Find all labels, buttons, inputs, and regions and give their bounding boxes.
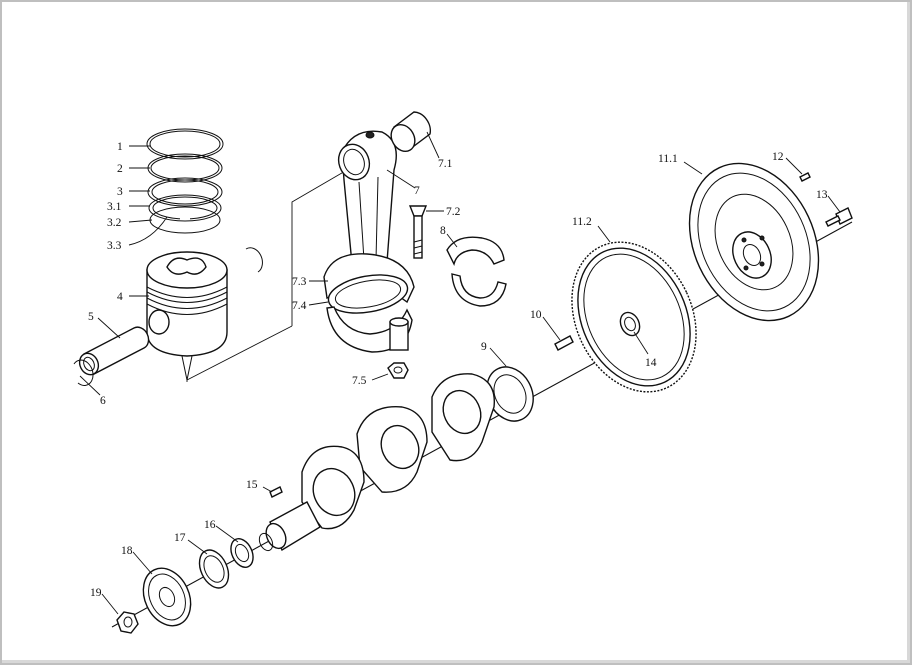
label-19: 19 [90, 587, 102, 599]
label-11-1: 11.1 [658, 153, 678, 165]
label-7-2: 7.2 [446, 206, 461, 218]
label-6: 6 [100, 395, 106, 407]
pilot-bearing [619, 311, 641, 337]
label-3: 3 [117, 186, 123, 198]
connecting-rod [323, 130, 415, 353]
pin-bore [148, 309, 170, 335]
pulley-nut [116, 611, 139, 634]
label-10: 10 [530, 309, 542, 321]
leader-lines [79, 131, 841, 615]
label-3-2: 3.2 [107, 217, 122, 229]
rod-bolt [408, 205, 428, 259]
big-end-bore [327, 274, 409, 314]
small-end-bushing [390, 111, 432, 153]
flywheel [688, 162, 820, 322]
bearing-shells [446, 236, 507, 307]
label-15: 15 [246, 479, 258, 491]
label-8: 8 [440, 225, 446, 237]
woodruff-key [269, 486, 283, 498]
label-7-1: 7.1 [438, 158, 453, 170]
label-11-2: 11.2 [572, 216, 592, 228]
crank-pulley [142, 567, 192, 627]
ring-3-1 [148, 194, 222, 222]
label-7-3: 7.3 [292, 276, 307, 288]
ring-3 [147, 177, 223, 207]
label-1: 1 [117, 141, 123, 153]
label-14: 14 [645, 357, 657, 369]
label-5: 5 [88, 311, 94, 323]
piston-pin [78, 326, 150, 376]
flywheel-pin [799, 172, 811, 182]
crankshaft [111, 221, 853, 628]
label-7: 7 [414, 185, 420, 197]
label-3-1: 3.1 [107, 201, 122, 213]
spacer-ring [198, 549, 230, 589]
label-18: 18 [121, 545, 133, 557]
circlip-left [73, 359, 94, 386]
label-7-4: 7.4 [292, 300, 307, 312]
label-2: 2 [117, 163, 123, 175]
piston-rings [146, 128, 224, 234]
ring-1 [146, 128, 224, 160]
label-13: 13 [816, 189, 828, 201]
crank-gear [230, 538, 254, 568]
circlip-right [245, 247, 263, 273]
rod-nut [387, 362, 409, 379]
label-16: 16 [204, 519, 216, 531]
piston [146, 251, 228, 381]
label-17: 17 [174, 532, 186, 544]
dowel-pin [554, 335, 574, 351]
label-4: 4 [117, 291, 123, 303]
label-12: 12 [772, 151, 784, 163]
label-3-3: 3.3 [107, 240, 122, 252]
part-labels: 1 2 3 3.1 3.2 3.3 4 5 6 7 7.1 7.2 7.3 7.… [88, 141, 828, 599]
label-7-5: 7.5 [352, 375, 367, 387]
label-9: 9 [481, 341, 487, 353]
